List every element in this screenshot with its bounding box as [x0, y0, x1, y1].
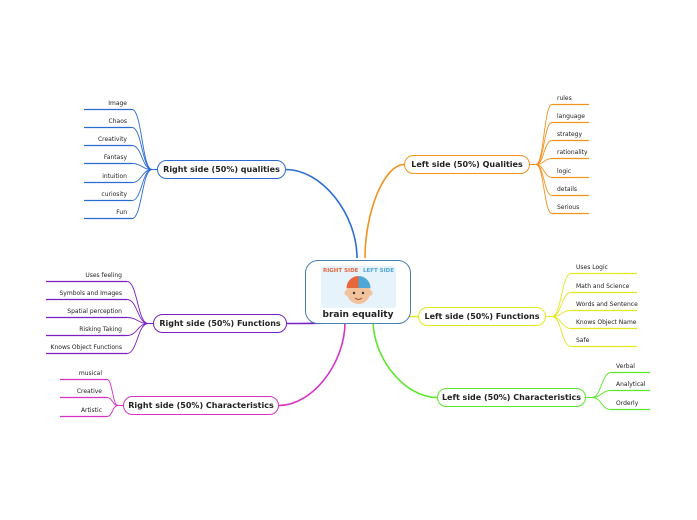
leaf-item-lf-0[interactable]: Uses Logic: [576, 264, 608, 272]
leaf-connector-rf-2: [127, 318, 153, 324]
leaf-connector-lq-5: [530, 165, 552, 196]
leaf-item-lc-0[interactable]: Verbal: [616, 363, 635, 371]
leaf-item-rq-0[interactable]: Image: [84, 100, 127, 108]
leaf-item-lc-1[interactable]: Analytical: [616, 381, 645, 389]
leaf-item-rf-2[interactable]: Spatial perception: [46, 308, 122, 316]
central-topic[interactable]: RIGHT SIDE LEFT SIDE brain equality: [305, 260, 411, 324]
leaf-item-lq-6[interactable]: Serious: [557, 204, 579, 212]
branch-node-rq[interactable]: Right side (50%) qualities: [157, 160, 286, 179]
leaf-connector-rf-3: [127, 324, 153, 336]
branch-connector-lc: [373, 320, 437, 398]
leaf-item-lf-2[interactable]: Words and Sentence: [576, 301, 638, 309]
leaf-item-rf-0[interactable]: Uses feeling: [46, 272, 122, 280]
branch-connector-rq: [286, 170, 357, 259]
leaf-item-rc-2[interactable]: Artistic: [60, 407, 102, 415]
leaf-item-lq-1[interactable]: language: [557, 113, 585, 121]
leaf-item-lf-4[interactable]: Safe: [576, 337, 589, 345]
leaf-item-rc-0[interactable]: musical: [60, 370, 102, 378]
leaf-item-lq-3[interactable]: rationality: [557, 149, 588, 157]
leaf-item-rq-1[interactable]: Chaos: [84, 118, 127, 126]
leaf-connector-rq-3: [132, 164, 157, 170]
leaf-connector-lq-1: [530, 123, 552, 165]
leaf-item-lq-0[interactable]: rules: [557, 95, 572, 103]
leaf-item-rc-1[interactable]: Creative: [60, 388, 102, 396]
leaf-item-lf-1[interactable]: Math and Science: [576, 283, 629, 291]
leaf-item-rq-3[interactable]: Fantasy: [84, 154, 127, 162]
leaf-connector-lf-1: [546, 293, 571, 317]
leaf-connector-rc-2: [107, 406, 123, 417]
leaf-connector-lq-6: [530, 165, 552, 214]
leaf-item-rq-2[interactable]: Creativity: [84, 136, 127, 144]
branch-node-rf[interactable]: Right side (50%) Functions: [153, 314, 287, 333]
branch-connector-lq: [365, 165, 404, 259]
leaf-item-lf-3[interactable]: Knows Object Name: [576, 319, 637, 327]
leaf-item-lq-4[interactable]: logic: [557, 168, 571, 176]
leaf-item-lc-2[interactable]: Orderly: [616, 400, 638, 408]
leaf-connector-lc-2: [586, 398, 611, 410]
leaf-item-rf-4[interactable]: Knows Object Functions: [46, 344, 122, 352]
leaf-connector-rc-0: [107, 380, 123, 406]
leaf-connector-lf-4: [546, 317, 571, 347]
central-title: brain equality: [306, 310, 410, 320]
head-icon: [321, 266, 396, 308]
leaf-connector-lc-0: [586, 373, 611, 398]
leaf-item-rf-1[interactable]: Symbols and Images: [46, 290, 122, 298]
branch-node-lq[interactable]: Left side (50%) Qualities: [404, 155, 530, 174]
leaf-item-lq-2[interactable]: strategy: [557, 131, 582, 139]
leaf-connector-rq-0: [132, 110, 157, 170]
brain-image: RIGHT SIDE LEFT SIDE: [321, 266, 396, 308]
leaf-item-lq-5[interactable]: details: [557, 186, 577, 194]
leaf-connector-rq-5: [132, 170, 157, 201]
leaf-item-rf-3[interactable]: Risking Taking: [46, 326, 122, 334]
leaf-connector-lf-0: [546, 274, 571, 317]
leaf-item-rq-4[interactable]: intuition: [84, 173, 127, 181]
branch-node-lf[interactable]: Left side (50%) Functions: [418, 307, 546, 326]
leaf-connector-rq-4: [132, 170, 157, 183]
branch-connector-rc: [279, 322, 345, 406]
branch-node-lc[interactable]: Left side (50%) Characteristics: [437, 388, 586, 407]
branch-node-rc[interactable]: Right side (50%) Characteristics: [123, 396, 279, 415]
leaf-item-rq-5[interactable]: curiosity: [84, 191, 127, 199]
leaf-connector-rf-4: [127, 324, 153, 354]
leaf-item-rq-6[interactable]: Fun: [84, 209, 127, 217]
